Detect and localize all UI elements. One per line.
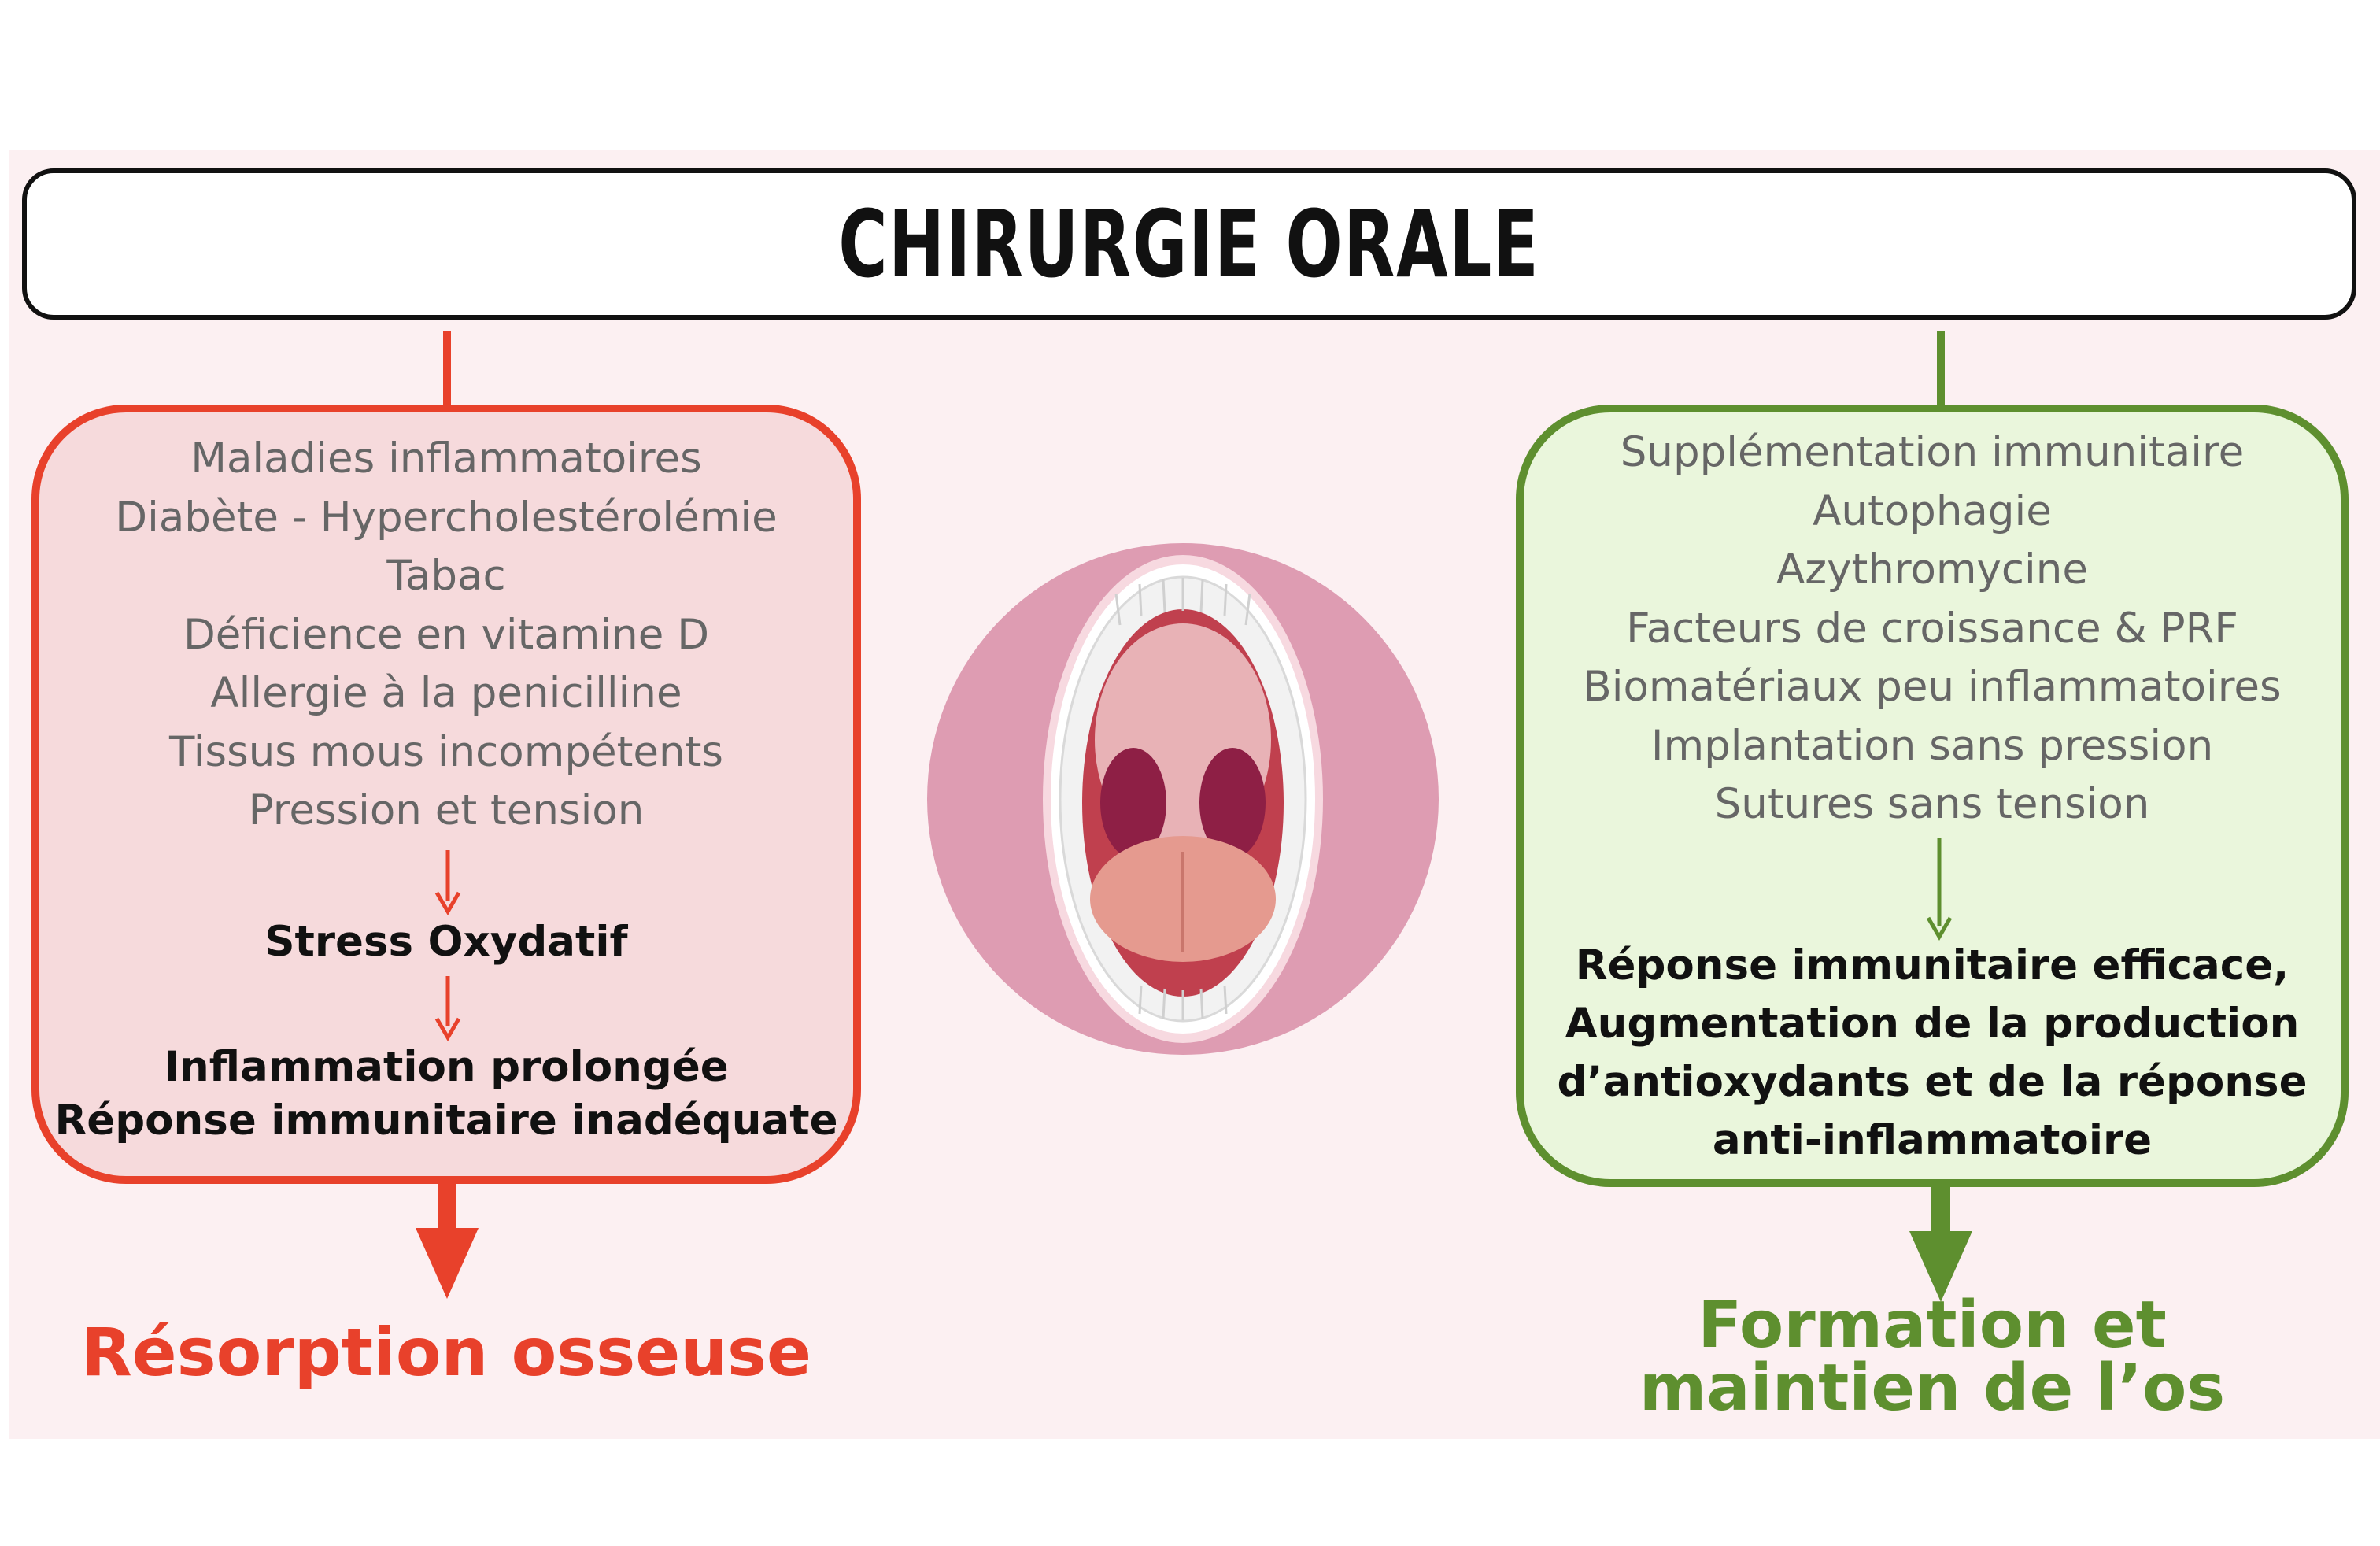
bone-formation-outcome: Formation et maintien de l’os xyxy=(1516,1288,2349,1426)
protective-factor-item: Biomatériaux peu inflammatoires xyxy=(1583,663,2282,711)
open-mouth-illustration xyxy=(927,543,1439,1055)
protective-factors-list: Supplémentation immunitaire Autophagie A… xyxy=(1516,423,2349,834)
risk-factor-item: Allergie à la penicilline xyxy=(210,669,682,717)
bone-formation-line-2: maintien de l’os xyxy=(1639,1351,2226,1426)
inflammation-line-2: Réponse immunitaire inadéquate xyxy=(54,1097,838,1145)
effective-response-line-2: Augmentation de la production xyxy=(1565,1000,2300,1048)
effective-response-line-4: anti-inflammatoire xyxy=(1712,1116,2153,1164)
risk-factor-item: Tabac xyxy=(386,552,506,600)
risk-factor-item: Diabète - Hypercholestérolémie xyxy=(115,493,778,542)
protective-factor-item: Implantation sans pression xyxy=(1650,721,2214,770)
left-small-arrow-2 xyxy=(434,976,461,1041)
protective-factor-item: Autophagie xyxy=(1813,486,2052,535)
right-small-arrow xyxy=(1926,838,1953,941)
effective-response-label: Réponse immunitaire efficace, Augmentati… xyxy=(1516,937,2349,1170)
left-outcome-arrow xyxy=(416,1184,479,1299)
risk-factors-box xyxy=(31,405,861,1184)
protective-factor-item: Sutures sans tension xyxy=(1714,780,2150,828)
effective-response-line-1: Réponse immunitaire efficace, xyxy=(1575,941,2289,989)
inflammation-label: Inflammation prolongée Réponse immunitai… xyxy=(31,1041,861,1148)
protective-factors-box xyxy=(1516,405,2349,1187)
risk-factor-item: Pression et tension xyxy=(248,786,645,834)
bone-formation-line-1: Formation et xyxy=(1698,1288,2167,1363)
diagram-title: CHIRURGIE ORALE xyxy=(838,190,1540,298)
bone-resorption-outcome: Résorption osseuse xyxy=(80,1314,812,1391)
left-small-arrow-1 xyxy=(434,850,461,915)
right-outcome-arrow xyxy=(1909,1187,1972,1302)
right-connector-line xyxy=(1937,331,1945,405)
left-connector-line xyxy=(443,331,451,405)
protective-factor-item: Supplémentation immunitaire xyxy=(1620,428,2245,476)
title-box: CHIRURGIE ORALE xyxy=(22,168,2356,320)
protective-factor-item: Facteurs de croissance & PRF xyxy=(1626,604,2238,653)
inflammation-line-1: Inflammation prolongée xyxy=(164,1043,729,1091)
oxidative-stress-label: Stress Oxydatif xyxy=(264,918,628,966)
effective-response-line-3: d’antioxydants et de la réponse xyxy=(1557,1058,2308,1106)
protective-factor-item: Azythromycine xyxy=(1776,546,2088,594)
risk-factor-item: Tissus mous incompétents xyxy=(169,727,723,776)
risk-factor-item: Déficience en vitamine D xyxy=(183,610,710,659)
risk-factor-item: Maladies inflammatoires xyxy=(190,435,702,483)
risk-factors-list: Maladies inflammatoires Diabète - Hyperc… xyxy=(31,430,861,841)
